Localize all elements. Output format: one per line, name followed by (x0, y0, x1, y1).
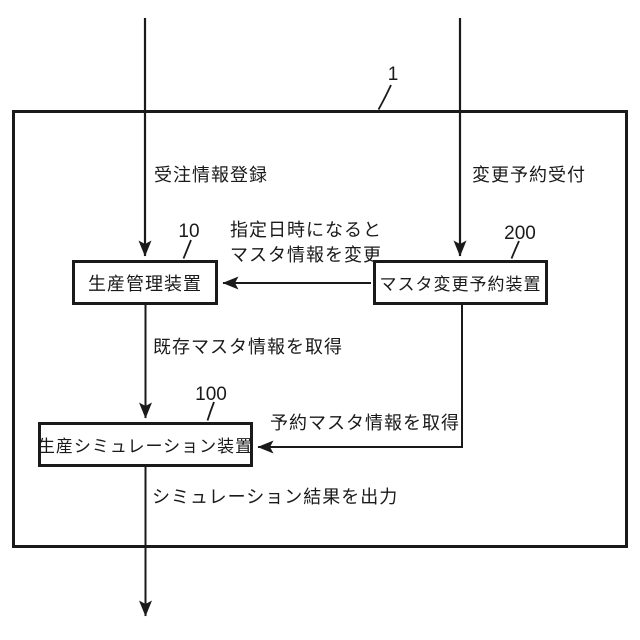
annotation-order-registration: 受注情報登録 (154, 165, 268, 185)
annotation-get-existing-master: 既存マスタ情報を取得 (153, 337, 343, 357)
annotation-scheduled-master-change-line1: 指定日時になると (230, 220, 382, 240)
leader-line-1 (377, 84, 392, 110)
annotation-get-reserved-master: 予約マスタ情報を取得 (270, 413, 460, 433)
ref-label-production-management: 10 (178, 221, 200, 242)
ref-label-master-change-reservation: 200 (504, 223, 536, 244)
node-master-change-reservation: マスタ変更予約装置 (373, 260, 548, 305)
arrow-reserved-master (257, 305, 463, 454)
leader-line-200 (510, 240, 520, 259)
ref-label-production-simulation: 100 (195, 384, 227, 405)
node-production-simulation: 生産シミュレーション装置 (38, 422, 253, 467)
annotation-scheduled-master-change-line2: マスタ情報を変更 (230, 245, 382, 265)
node-master-change-reservation-label: マスタ変更予約装置 (379, 275, 542, 294)
leader-line-100 (206, 401, 215, 421)
node-production-management: 生産管理装置 (72, 260, 218, 305)
annotation-simulation-output: シミュレーション結果を出力 (152, 487, 399, 507)
leader-line-10 (182, 239, 192, 259)
node-production-simulation-label: 生産シミュレーション装置 (37, 437, 254, 456)
system-boundary-box (12, 110, 628, 548)
annotation-change-reservation-accept: 変更予約受付 (472, 165, 586, 185)
node-production-management-label: 生産管理装置 (88, 273, 202, 294)
ref-label-system: 1 (387, 64, 399, 85)
annotation-scheduled-master-change: 指定日時になると マスタ情報を変更 (230, 218, 382, 268)
